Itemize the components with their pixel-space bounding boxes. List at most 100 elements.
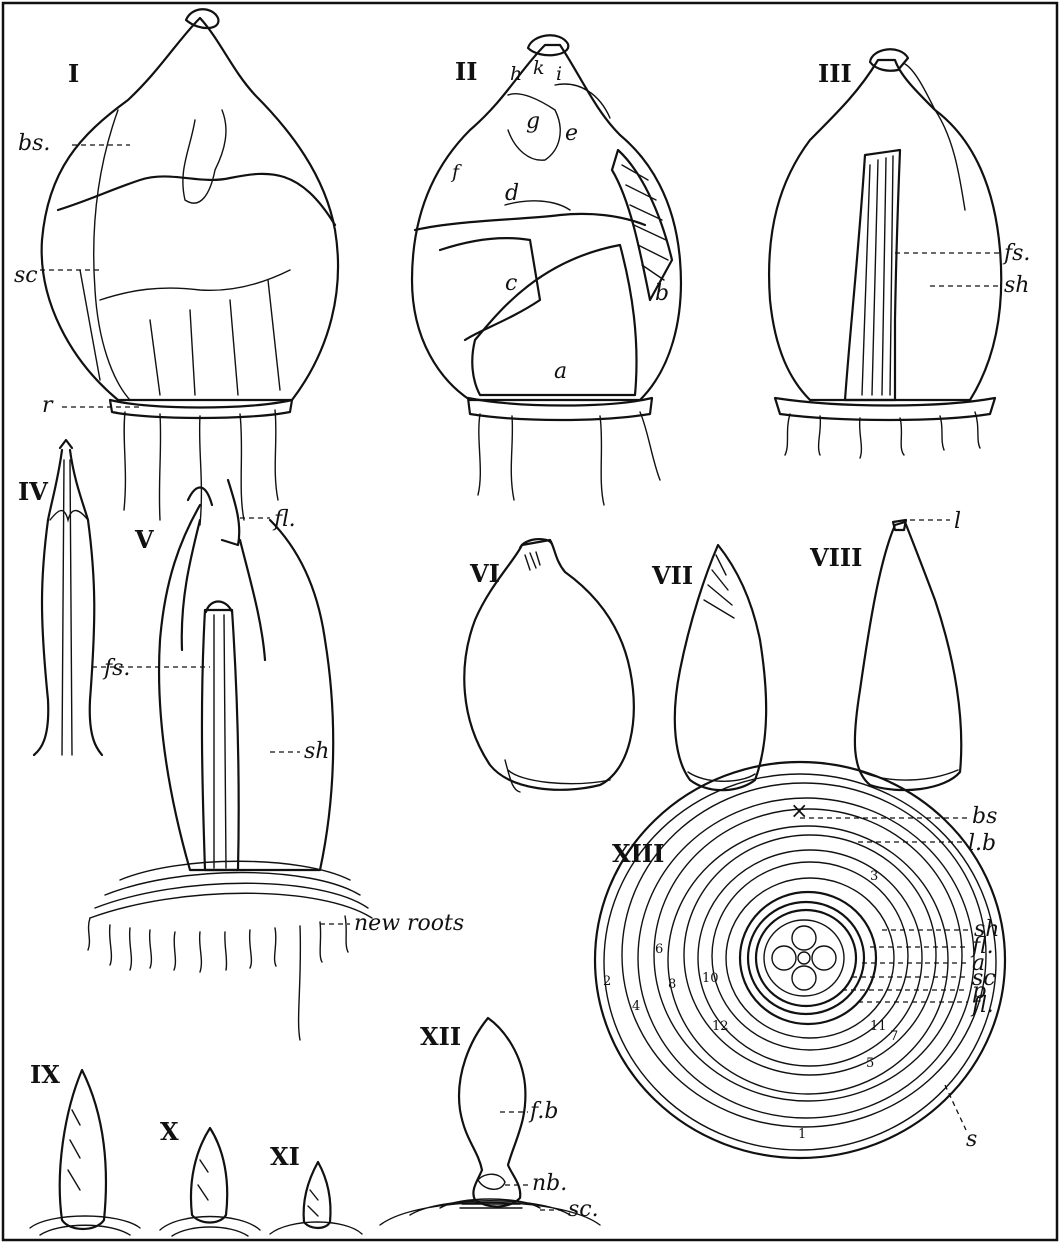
stalk-right <box>70 450 102 755</box>
ring-11 <box>748 902 864 1014</box>
figure-vi: VI <box>464 539 633 792</box>
bulblet-shading <box>525 552 540 570</box>
figure-iv-numeral: IV <box>18 477 48 506</box>
ring-12 <box>756 910 856 1006</box>
stalk-tip <box>60 440 72 448</box>
figure-ix-numeral: IX <box>30 1060 60 1089</box>
label-i: i <box>556 63 562 85</box>
label-s: s <box>966 1127 977 1152</box>
ring-number: 2 <box>603 974 611 989</box>
figure-ii-numeral: II <box>455 57 477 86</box>
flower-stalk <box>202 610 239 870</box>
label-fl: fl. <box>272 507 296 532</box>
old-roots <box>478 412 660 505</box>
ring-number: 5 <box>866 1056 874 1071</box>
label-lb: l.b <box>968 831 996 856</box>
figure-xi: XI <box>270 1142 362 1234</box>
shoot-outline <box>191 1128 227 1223</box>
label-fs: fs. <box>102 656 130 681</box>
ring-number: 3 <box>870 869 878 884</box>
bulblet-tip-shading <box>704 555 734 618</box>
scale-torn-edge-2 <box>100 270 290 300</box>
figure-x-numeral: X <box>160 1117 179 1146</box>
label-x: × <box>790 799 808 824</box>
ring-number: 10 <box>702 971 719 986</box>
petal-left <box>772 946 796 970</box>
ring-13 <box>764 920 844 996</box>
figure-viii-numeral: VIII <box>809 543 862 572</box>
ring-number: 12 <box>712 1019 729 1034</box>
label-new-roots: new roots <box>354 911 464 936</box>
figure-xiii-numeral: XIII <box>612 839 664 868</box>
shoot-outline <box>304 1162 331 1228</box>
label-e: e <box>565 121 578 146</box>
inner-tear <box>183 110 226 203</box>
label-l: l <box>954 509 961 534</box>
label-k: k <box>533 57 545 79</box>
basal-rings <box>380 1199 600 1225</box>
figure-vii-numeral: VII <box>651 561 693 590</box>
ring-number: 7 <box>890 1029 898 1044</box>
basal-plate <box>110 400 292 418</box>
label-d: d <box>505 181 519 206</box>
bulb-tip <box>186 9 218 28</box>
label-g: g <box>526 109 540 134</box>
ring-number: 1 <box>798 1127 806 1142</box>
figure-viii: VIII l <box>809 509 961 790</box>
base-rings <box>160 1217 260 1237</box>
label-a: a <box>554 359 567 384</box>
pistil <box>798 952 810 964</box>
ring-4 <box>654 809 962 1101</box>
label-f: f <box>450 161 462 183</box>
torn-sheath <box>905 64 965 210</box>
figure-xii: XII f.b nb. sc. <box>380 1018 600 1225</box>
shoot-hatching <box>198 1160 208 1200</box>
bulblet-outline <box>855 522 961 790</box>
ring-number: 8 <box>668 977 676 992</box>
label-fb: f.b <box>528 1099 558 1124</box>
figure-vi-numeral: VI <box>469 559 500 588</box>
figure-x: X <box>160 1117 260 1236</box>
ring-3 <box>638 798 974 1118</box>
base-rings <box>30 1216 140 1235</box>
label-h: h <box>510 63 522 85</box>
bulblet-base <box>862 770 958 780</box>
ring-number: 4 <box>632 999 640 1014</box>
basal-plate <box>775 398 995 420</box>
figure-xii-numeral: XII <box>420 1022 461 1051</box>
bulb-outline <box>42 18 338 400</box>
flower-stalk-lines <box>862 156 893 395</box>
figure-v: V fl. fs. sh new roots <box>88 480 464 1040</box>
shoot-hatching <box>68 1110 80 1190</box>
stalk-core <box>62 460 72 755</box>
petal-right <box>812 946 836 970</box>
stalk-lines <box>214 615 226 868</box>
figure-vii: VII <box>651 545 766 790</box>
stalk-sheath-fold <box>50 511 88 520</box>
label-nb: nb. <box>532 1171 567 1196</box>
figure-iv: IV <box>18 440 102 755</box>
label-sh: sh <box>304 739 329 764</box>
shoot-outline <box>60 1070 106 1229</box>
figure-v-numeral: V <box>134 525 154 554</box>
new-roots <box>88 916 348 1040</box>
scale-d-edge <box>415 214 645 230</box>
old-roots <box>124 410 278 525</box>
figure-iii: III fs. sh <box>769 49 1030 458</box>
petal-bottom <box>792 966 816 990</box>
flower-center <box>772 926 836 990</box>
label-sc: sc <box>14 263 38 288</box>
basal-plate <box>468 398 652 420</box>
ring-number: 11 <box>870 1019 887 1034</box>
figure-i: I bs. sc r <box>14 9 338 525</box>
scale-edge <box>94 110 130 400</box>
figure-ii: II a b c d e f g h k i <box>412 35 681 505</box>
label-r: r <box>42 393 54 418</box>
label-fs: fs. <box>1002 241 1030 266</box>
label-c: c <box>505 271 517 296</box>
label-sc: sc. <box>568 1197 599 1222</box>
bud-inner <box>478 1174 505 1189</box>
label-bs: bs <box>972 804 997 829</box>
ring-5 <box>668 826 948 1094</box>
